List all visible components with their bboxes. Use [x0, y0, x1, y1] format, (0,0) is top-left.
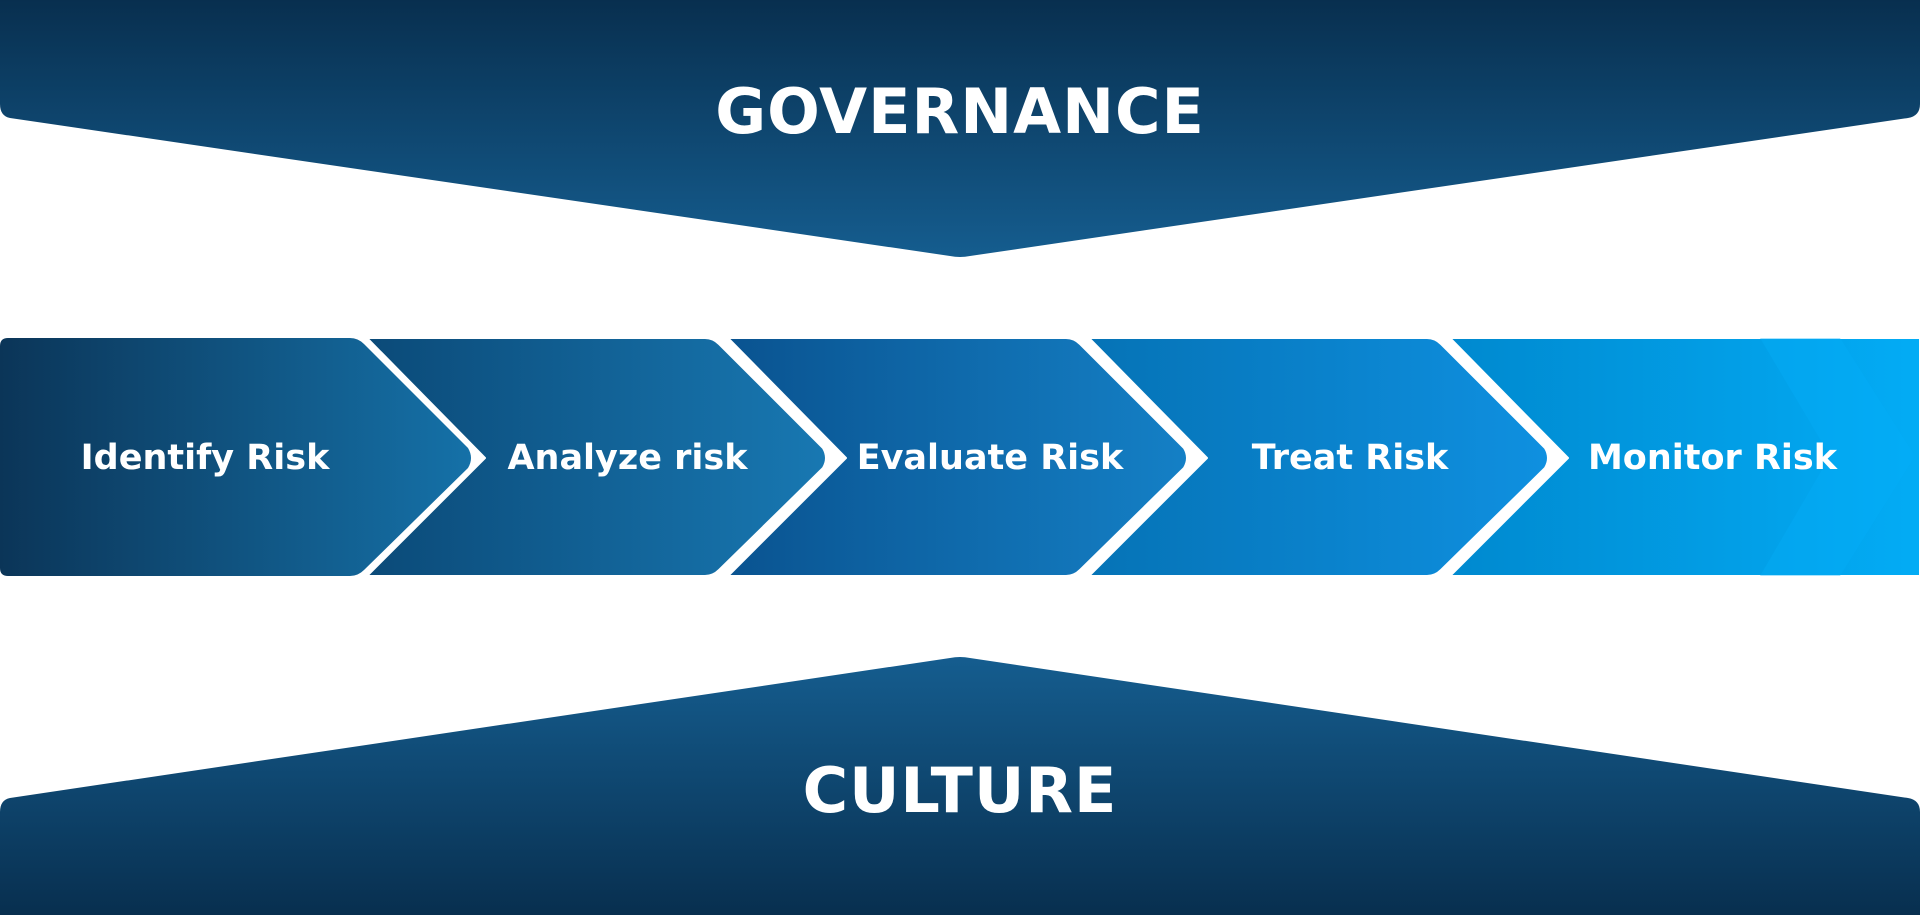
- step-label-identify-risk: Identify Risk: [80, 438, 330, 478]
- chevron-identify-risk: [0, 338, 471, 576]
- step-label-treat-risk: Treat Risk: [1251, 438, 1449, 478]
- chevron-monitor-risk-tip: [1760, 338, 1915, 576]
- chevron-evaluate-risk: [727, 337, 1188, 577]
- culture-banner: [0, 657, 1920, 915]
- governance-banner: [0, 0, 1920, 257]
- chevron-analyze-risk: [366, 337, 827, 577]
- chevron-monitor-risk: [1449, 337, 1920, 577]
- culture-label: CULTURE: [802, 754, 1118, 827]
- chevron-treat-risk: [1088, 337, 1549, 577]
- step-label-evaluate-risk: Evaluate Risk: [856, 438, 1124, 478]
- governance-label: GOVERNANCE: [715, 75, 1205, 148]
- step-label-analyze-risk: Analyze risk: [507, 438, 748, 478]
- step-label-monitor-risk: Monitor Risk: [1587, 438, 1838, 478]
